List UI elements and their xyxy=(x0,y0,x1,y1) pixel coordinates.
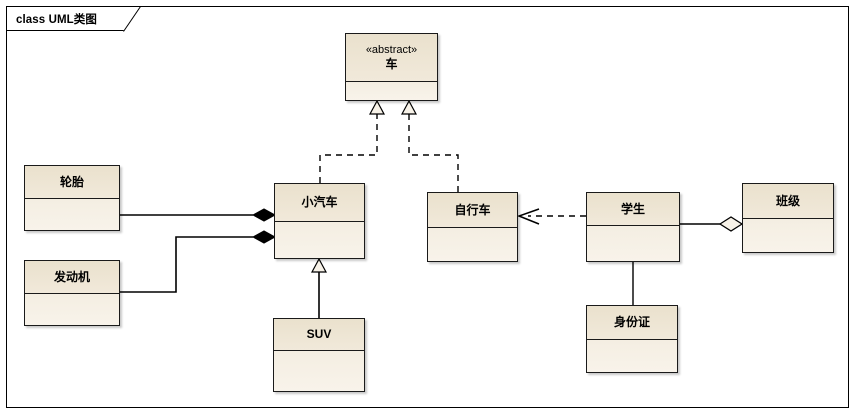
class-box-tire[interactable]: 轮胎 xyxy=(24,165,120,231)
class-box-idcard[interactable]: 身份证 xyxy=(586,305,678,373)
class-attributes-engine xyxy=(25,294,119,325)
class-stereotype-vehicle: «abstract» xyxy=(365,44,418,56)
class-box-grade[interactable]: 班级 xyxy=(742,183,834,253)
class-name-tire: 轮胎 xyxy=(59,174,84,189)
diagram-frame-tab-corner xyxy=(123,6,142,32)
class-header-suv: SUV xyxy=(274,319,364,351)
diagram-frame xyxy=(6,6,849,408)
class-attributes-vehicle xyxy=(346,82,437,100)
class-header-engine: 发动机 xyxy=(25,261,119,294)
class-header-bike: 自行车 xyxy=(428,193,517,228)
class-header-car: 小汽车 xyxy=(275,184,364,222)
diagram-title: class UML类图 xyxy=(16,14,97,26)
class-header-grade: 班级 xyxy=(743,184,833,219)
class-name-bike: 自行车 xyxy=(454,202,491,217)
class-box-bike[interactable]: 自行车 xyxy=(427,192,518,262)
class-box-suv[interactable]: SUV xyxy=(273,318,365,392)
class-name-idcard: 身份证 xyxy=(613,315,650,329)
class-attributes-car xyxy=(275,222,364,258)
class-box-vehicle[interactable]: «abstract»车 xyxy=(345,33,438,101)
class-header-student: 学生 xyxy=(587,193,679,226)
class-box-engine[interactable]: 发动机 xyxy=(24,260,120,326)
class-box-car[interactable]: 小汽车 xyxy=(274,183,365,259)
class-box-student[interactable]: 学生 xyxy=(586,192,680,262)
diagram-frame-tab xyxy=(6,6,124,31)
class-attributes-suv xyxy=(274,351,364,391)
class-attributes-grade xyxy=(743,219,833,252)
class-attributes-student xyxy=(587,226,679,261)
class-header-vehicle: «abstract»车 xyxy=(346,34,437,82)
class-attributes-tire xyxy=(25,199,119,230)
class-name-suv: SUV xyxy=(306,327,332,341)
class-name-grade: 班级 xyxy=(775,193,800,208)
class-header-idcard: 身份证 xyxy=(587,306,677,340)
class-name-vehicle: 车 xyxy=(385,57,398,71)
class-name-student: 学生 xyxy=(620,201,645,216)
class-name-engine: 发动机 xyxy=(53,269,90,284)
class-attributes-idcard xyxy=(587,340,677,372)
class-name-car: 小汽车 xyxy=(301,195,338,209)
class-attributes-bike xyxy=(428,228,517,261)
class-header-tire: 轮胎 xyxy=(25,166,119,199)
